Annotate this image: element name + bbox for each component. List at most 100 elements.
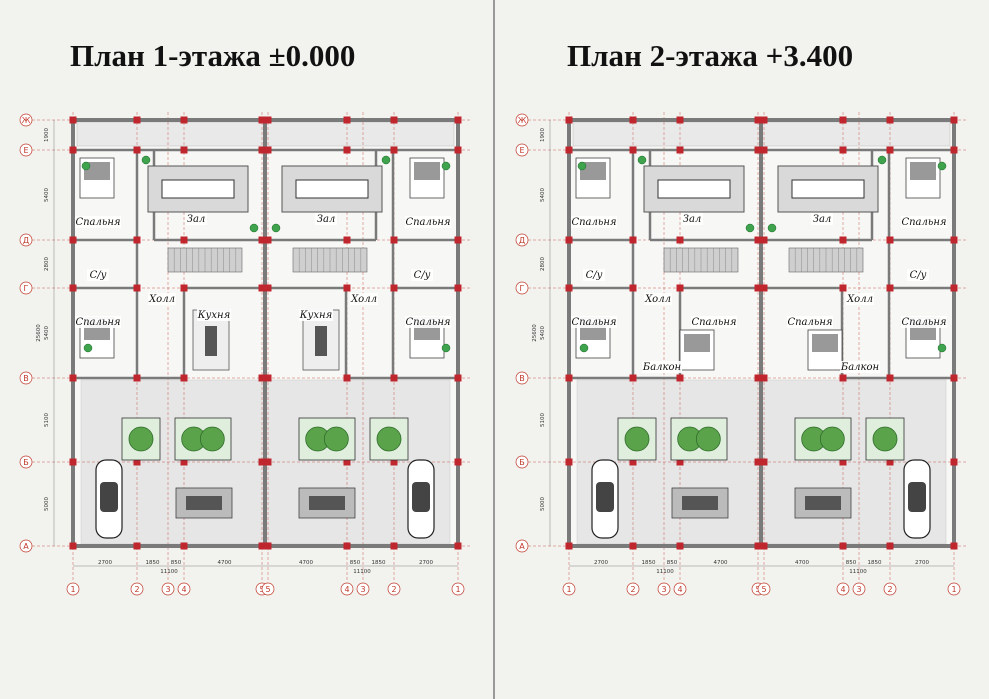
car-roof <box>908 482 926 512</box>
structural-column <box>839 284 847 292</box>
structural-column <box>629 116 637 124</box>
axis-label-row: Б <box>519 458 525 467</box>
structural-column <box>180 542 188 550</box>
dim-horizontal: 2700 <box>98 560 112 566</box>
tree <box>199 426 225 452</box>
structural-column <box>886 542 894 550</box>
structural-column <box>754 458 762 466</box>
structural-column <box>133 284 141 292</box>
axis-label-col: 5 <box>265 585 270 594</box>
structural-column <box>886 236 894 244</box>
dim-vertical: 5400 <box>540 188 546 202</box>
room-label: Спальня <box>901 317 946 328</box>
structural-column <box>390 374 398 382</box>
structural-column <box>258 284 266 292</box>
structural-column <box>454 146 462 154</box>
plant-pot <box>271 223 281 233</box>
room-label-backdrop <box>405 216 451 228</box>
room-label-backdrop <box>583 269 605 281</box>
axis-label-col: 1 <box>951 585 956 594</box>
axis-marker-row <box>515 371 529 385</box>
structural-column <box>180 374 188 382</box>
structural-column <box>950 542 958 550</box>
sheet-divider <box>493 0 495 699</box>
structural-column <box>565 146 573 154</box>
plant-pot <box>249 223 259 233</box>
structural-column <box>886 116 894 124</box>
structural-column <box>390 458 398 466</box>
structural-column <box>390 116 398 124</box>
structural-column <box>676 284 684 292</box>
plant-pot <box>937 161 947 171</box>
structural-column <box>676 146 684 154</box>
room-label-backdrop <box>405 316 451 328</box>
structural-column <box>454 116 462 124</box>
room-label-backdrop <box>840 361 880 373</box>
structural-column <box>629 284 637 292</box>
axis-label-col: 4 <box>344 585 349 594</box>
axis-label-row: Д <box>519 236 525 245</box>
structural-column <box>754 284 762 292</box>
axis-label-row: Е <box>519 146 524 155</box>
bed-blanket <box>84 162 110 180</box>
structural-column <box>69 236 77 244</box>
room-label: Холл <box>644 294 671 305</box>
structural-column <box>839 458 847 466</box>
structural-column <box>69 284 77 292</box>
axis-marker-col <box>340 582 354 596</box>
room-label-backdrop <box>299 309 333 321</box>
room-label: Холл <box>148 294 175 305</box>
axis-marker-row <box>19 113 33 127</box>
axis-marker-row <box>19 233 33 247</box>
axis-marker-row <box>19 455 33 469</box>
structural-column <box>454 374 462 382</box>
axis-marker-col <box>177 582 191 596</box>
structural-column <box>133 458 141 466</box>
structural-column <box>839 146 847 154</box>
structural-column <box>950 458 958 466</box>
room-label-backdrop <box>197 309 231 321</box>
outdoor-table <box>682 496 718 510</box>
outdoor-table <box>186 496 222 510</box>
structural-column <box>133 236 141 244</box>
car-roof <box>596 482 614 512</box>
floor1-plan: ЖЕДГВБА123455432119005400280054005100500… <box>19 112 470 596</box>
plant-pot <box>637 155 647 165</box>
plant-pot <box>141 155 151 165</box>
structural-column <box>343 374 351 382</box>
dim-horizontal: 4700 <box>714 560 728 566</box>
bed-blanket <box>684 334 710 352</box>
structural-column <box>760 284 768 292</box>
axis-marker-row <box>515 455 529 469</box>
structural-column <box>69 146 77 154</box>
room-label-backdrop <box>681 213 703 225</box>
structural-column <box>69 458 77 466</box>
axis-label-col: 1 <box>70 585 75 594</box>
axis-marker-row <box>515 233 529 247</box>
axis-marker-col <box>130 582 144 596</box>
structural-column <box>264 284 272 292</box>
structural-column <box>454 236 462 244</box>
structural-column <box>754 116 762 124</box>
room-label: Зал <box>317 214 336 225</box>
axis-marker-col <box>451 582 465 596</box>
plant-pot <box>83 343 93 353</box>
axis-label-col: 4 <box>840 585 845 594</box>
tree <box>872 426 898 452</box>
structural-column <box>264 146 272 154</box>
room-label: Балкон <box>642 362 681 373</box>
floor2-title: План 2-этажа +3.400 <box>567 38 854 73</box>
structural-column <box>754 542 762 550</box>
axis-label-col: 1 <box>455 585 460 594</box>
structural-column <box>676 116 684 124</box>
structural-column <box>390 284 398 292</box>
dim-vertical: 5100 <box>44 413 50 427</box>
floor2-plan: ЖЕДГВБА123455432119005400280054005100500… <box>515 112 966 596</box>
structural-column <box>565 236 573 244</box>
structural-column <box>565 458 573 466</box>
axis-marker-col <box>657 582 671 596</box>
structural-column <box>565 374 573 382</box>
room-label-backdrop <box>787 316 833 328</box>
room-label-backdrop <box>642 361 682 373</box>
